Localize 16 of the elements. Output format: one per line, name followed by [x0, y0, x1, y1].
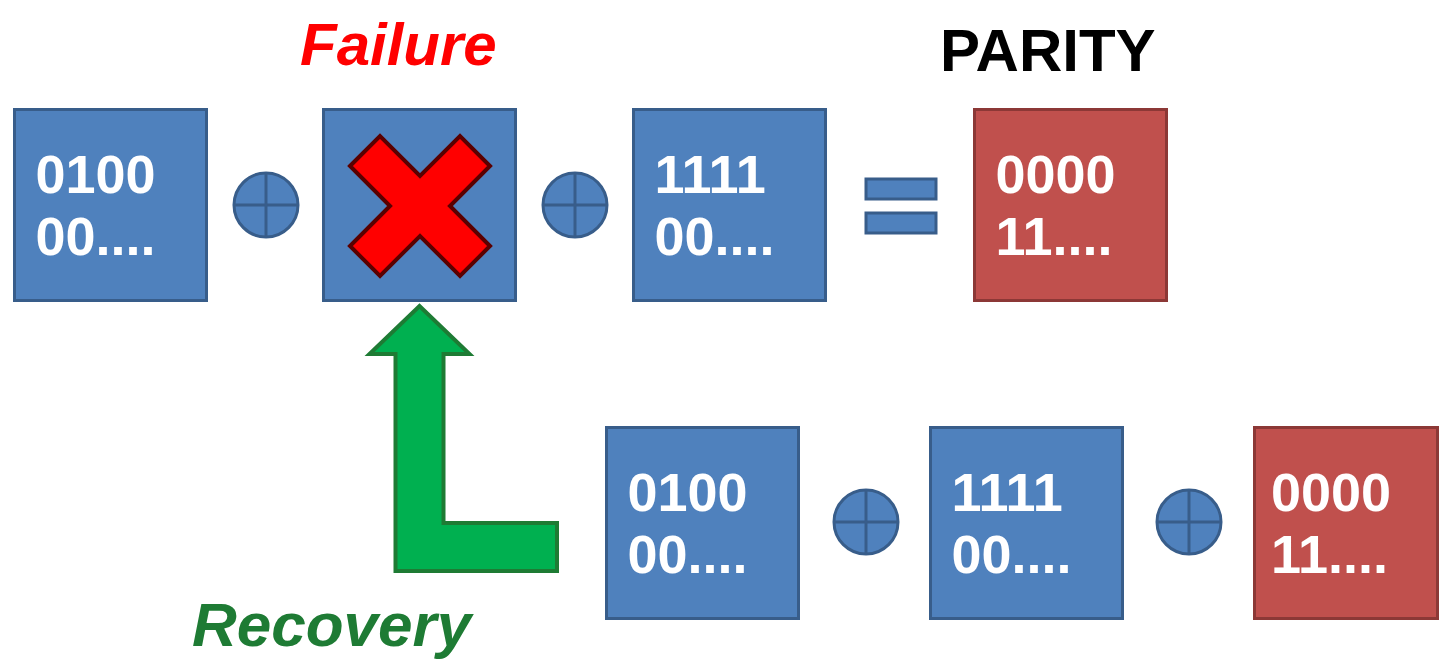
heading-text: Failure: [300, 10, 497, 79]
bit-text: 0000 11....: [1271, 460, 1393, 586]
bit-text: 0000 11....: [995, 142, 1117, 268]
data-block: [605, 426, 800, 620]
parity-block: [1253, 426, 1439, 620]
data-block: [322, 108, 517, 302]
data-block: [929, 426, 1124, 620]
bit-text: 0100 00....: [35, 142, 157, 268]
bit-text: 1111 00....: [951, 460, 1073, 586]
bit-text: 0100 00....: [627, 460, 749, 586]
heading-text: PARITY: [940, 16, 1156, 85]
data-block: [13, 108, 208, 302]
parity-block: [973, 108, 1168, 302]
data-block: [632, 108, 827, 302]
block-arrow: [364, 303, 559, 573]
bit-text: 1111 00....: [654, 142, 776, 268]
